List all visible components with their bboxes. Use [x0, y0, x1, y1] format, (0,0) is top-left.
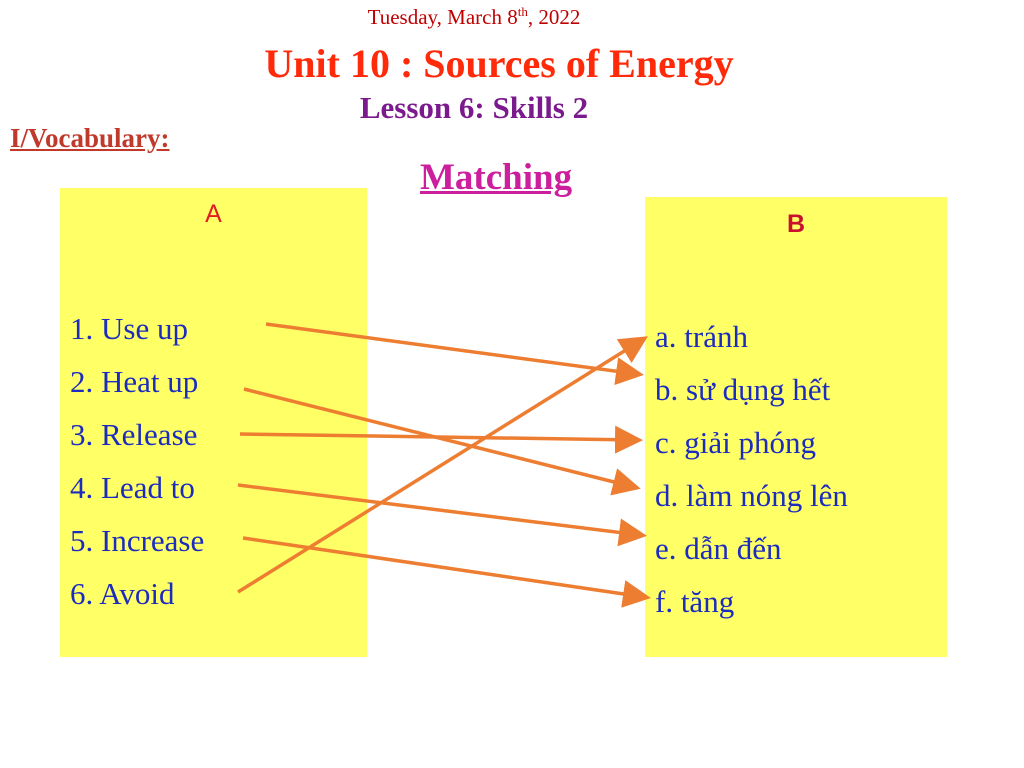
column-a-item: 2. Heat up [70, 364, 199, 399]
column-b-list: a. tránh b. sử dụng hết c. giải phóng d.… [655, 310, 848, 628]
column-b-item: b. sử dụng hết [655, 372, 831, 407]
column-a-list: 1. Use up 2. Heat up 3. Release 4. Lead … [70, 302, 204, 620]
date-line: Tuesday, March 8th, 2022 [0, 4, 948, 30]
column-a-item: 1. Use up [70, 311, 188, 346]
lesson-title: Lesson 6: Skills 2 [359, 90, 589, 125]
section-heading: I/Vocabulary: [10, 123, 170, 153]
column-a-item: 5. Increase [70, 523, 205, 558]
column-a-heading: A [205, 200, 222, 228]
column-a-item: 6. Avoid [70, 576, 175, 611]
column-a-item: 4. Lead to [70, 470, 195, 505]
column-b-item: c. giải phóng [655, 425, 816, 460]
date-superscript: th [517, 4, 528, 19]
column-a-box [60, 188, 367, 657]
column-b-item: a. tránh [655, 319, 748, 354]
match-arrow-6-a [237, 336, 648, 594]
unit-title: Unit 10 : Sources of Energy [264, 41, 734, 86]
column-b-item: e. dẫn đến [655, 531, 782, 566]
date-suffix: , 2022 [527, 5, 581, 29]
column-b-heading: B [786, 210, 806, 238]
match-arrow-5-f [242, 536, 651, 608]
column-b-item: d. làm nóng lên [655, 478, 848, 513]
match-arrow-3-c [239, 425, 643, 454]
date-prefix: Tuesday, March 8 [367, 5, 518, 29]
activity-title: Matching [420, 157, 573, 198]
column-b-item: f. tăng [655, 584, 735, 619]
column-a-item: 3. Release [70, 417, 198, 452]
match-arrow-4-e [237, 483, 647, 547]
column-b-box [645, 197, 947, 657]
match-arrow-1-b [265, 322, 644, 386]
